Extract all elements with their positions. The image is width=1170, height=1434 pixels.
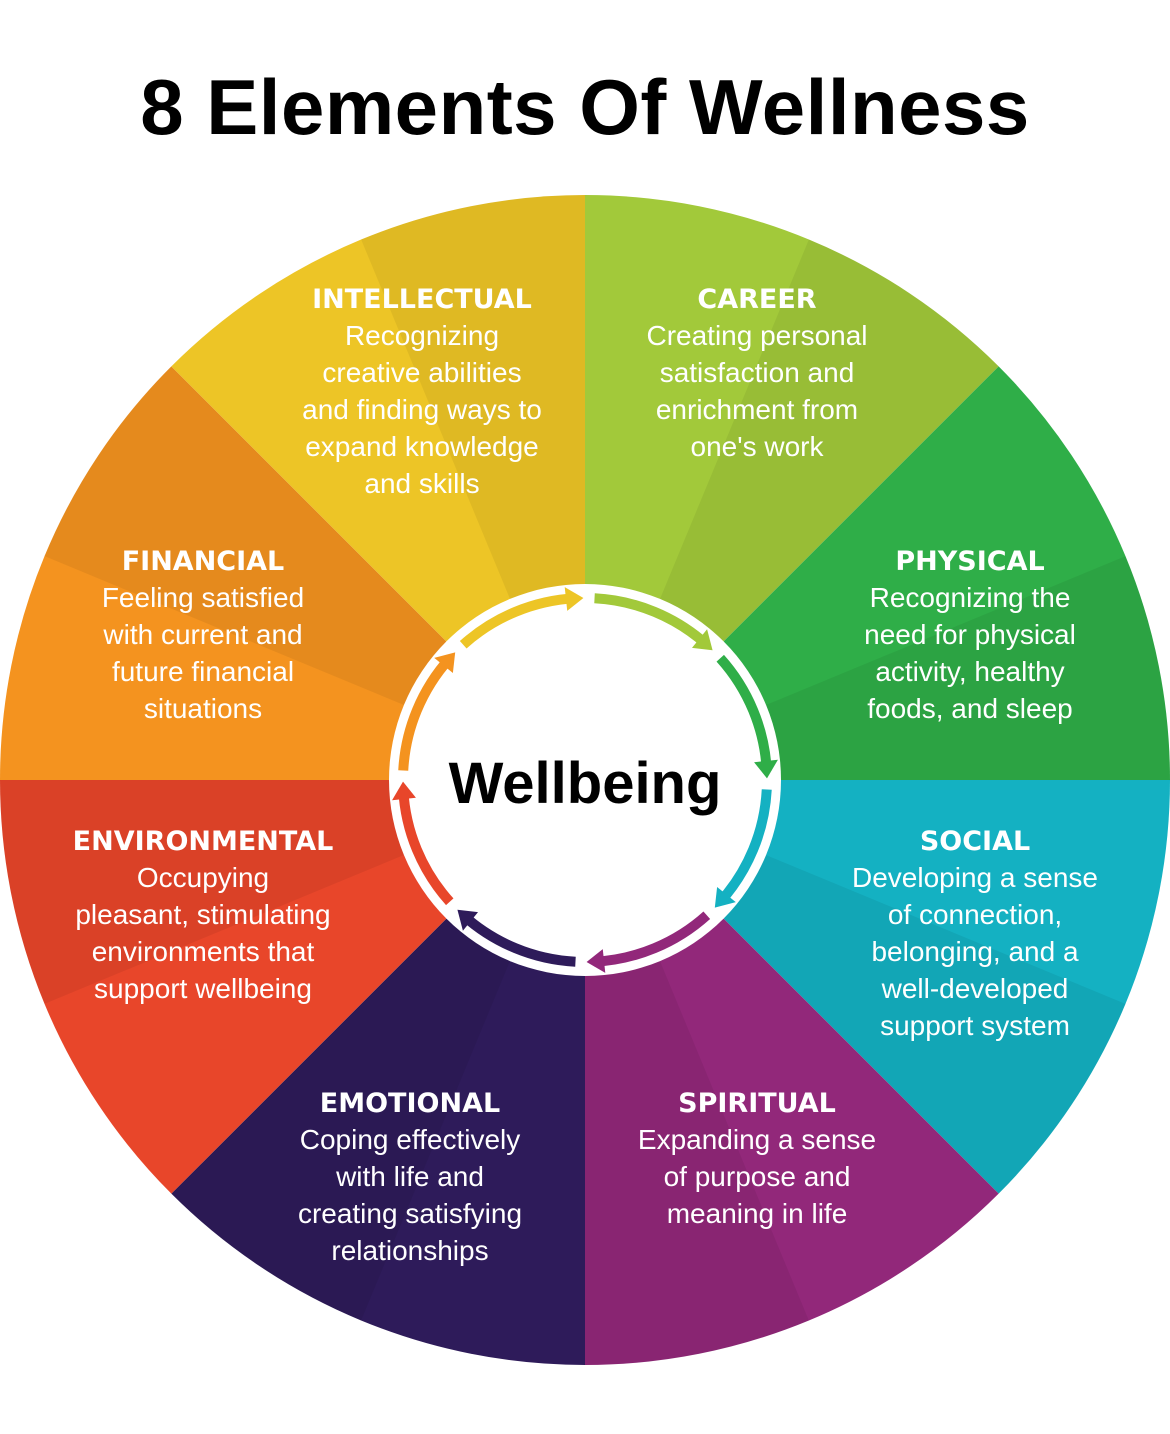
ring-arrowhead — [457, 909, 479, 931]
segment-description-line: need for physical — [864, 619, 1076, 650]
ring-arrowhead — [714, 886, 736, 908]
segment-title: ENVIRONMENTAL — [73, 826, 334, 857]
segment-description-line: Feeling satisfied — [102, 582, 304, 613]
segment-description-line: of purpose and — [664, 1161, 851, 1192]
segment-description-line: pleasant, stimulating — [75, 899, 330, 930]
center-inner-disc — [415, 610, 755, 950]
segment-title: SOCIAL — [920, 826, 1030, 857]
segment-title: PHYSICAL — [895, 546, 1044, 577]
ring-arrowhead — [434, 652, 456, 674]
segment-description-line: situations — [144, 693, 262, 724]
segment-description-line: creative abilities — [322, 357, 521, 388]
segment-description-line: of connection, — [888, 899, 1062, 930]
segment-title: INTELLECTUAL — [312, 284, 532, 315]
segment-description-line: Occupying — [137, 862, 269, 893]
segment-description-line: support wellbeing — [94, 973, 312, 1004]
ring-arrowhead — [691, 629, 713, 651]
segment-description-line: meaning in life — [667, 1198, 848, 1229]
label-financial: FINANCIAL Feeling satisfied with current a… — [102, 546, 304, 724]
ring-arrow-physical — [716, 654, 772, 771]
segment-description-line: Creating personal — [646, 320, 867, 351]
segment-description-line: satisfaction and — [660, 357, 855, 388]
segment-description-line: and skills — [364, 468, 479, 499]
segment-description-line: creating satisfying — [298, 1198, 522, 1229]
segment-description-line: with life and — [335, 1161, 484, 1192]
segment-title: FINANCIAL — [122, 546, 285, 577]
label-social: SOCIAL Developing a sense of connection, be… — [852, 826, 1098, 1041]
label-intellectual: INTELLECTUAL Recognizing creative abilitie… — [302, 284, 542, 499]
segment-description-line: expand knowledge — [305, 431, 539, 462]
segment-description-line: well-developed — [881, 973, 1069, 1004]
segment-description-line: environments that — [92, 936, 315, 967]
segment-description-line: foods, and sleep — [867, 693, 1073, 724]
label-environmental: ENVIRONMENTAL Occupying pleasant, stimulat… — [73, 826, 334, 1004]
segment-description-line: support system — [880, 1010, 1070, 1041]
segment-description-line: Recognizing the — [870, 582, 1071, 613]
segment-description-line: future financial — [112, 656, 294, 687]
ring-arrow-environmental — [398, 789, 454, 906]
page-title: 8 Elements Of Wellness — [140, 63, 1030, 151]
segment-description-line: one's work — [691, 431, 825, 462]
ring-arrowhead — [754, 759, 778, 779]
segment-description-line: Coping effectively — [300, 1124, 521, 1155]
segment-description-line: and finding ways to — [302, 394, 542, 425]
ring-arrowhead — [586, 949, 606, 973]
label-emotional: EMOTIONAL Coping effectively with life and… — [298, 1088, 522, 1266]
segment-description-line: relationships — [331, 1235, 488, 1266]
segment-description-line: Expanding a sense — [638, 1124, 876, 1155]
segment-description-line: Recognizing — [345, 320, 499, 351]
ring-arrow-financial — [398, 654, 454, 771]
label-spiritual: SPIRITUAL Expanding a sense of purpose and… — [638, 1088, 876, 1229]
segment-title: SPIRITUAL — [678, 1088, 836, 1119]
segment-description-line: enrichment from — [656, 394, 858, 425]
label-physical: PHYSICAL Recognizing the need for physical… — [864, 546, 1076, 724]
ring-arrowhead — [392, 781, 416, 801]
segment-description-line: with current and — [102, 619, 302, 650]
ring-arrow-intellectual — [459, 593, 576, 649]
segment-description-line: Developing a sense — [852, 862, 1098, 893]
label-career: CAREER Creating personal satisfaction and e… — [646, 284, 867, 462]
ring-arrow-social — [716, 789, 772, 906]
segment-description-line: belonging, and a — [871, 936, 1079, 967]
ring-arrow-career — [594, 593, 711, 649]
segment-title: EMOTIONAL — [320, 1088, 500, 1119]
ring-arrow-spiritual — [594, 911, 711, 967]
ring-arrowhead — [564, 587, 584, 611]
segment-description-line: activity, healthy — [875, 656, 1064, 687]
ring-arrow-emotional — [459, 911, 576, 967]
segment-title: CAREER — [697, 284, 816, 315]
center-label: Wellbeing — [449, 751, 722, 816]
